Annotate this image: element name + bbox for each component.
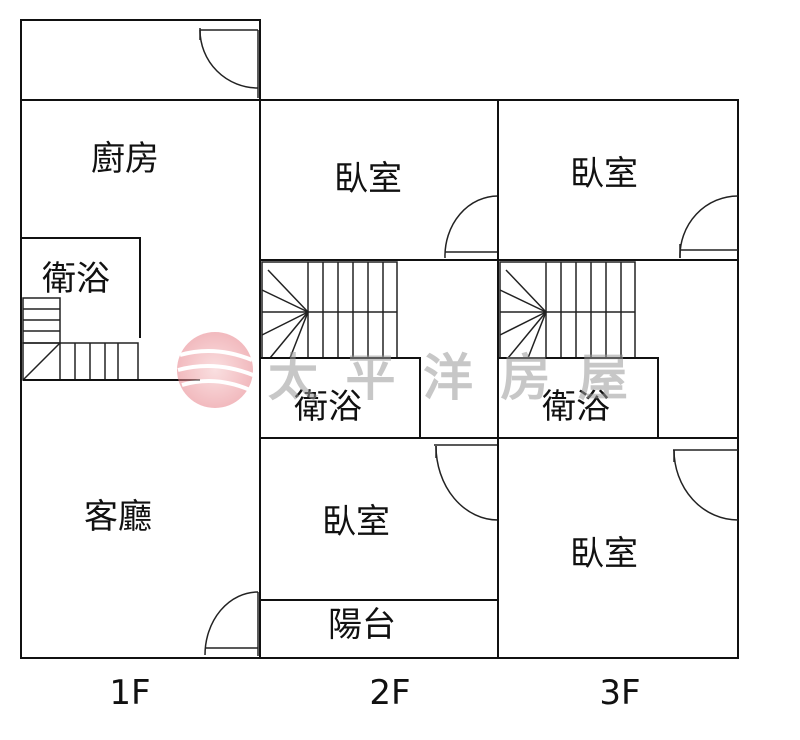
floor-label-2f: 2F <box>369 673 410 713</box>
stairs-icon <box>22 297 139 381</box>
room-label-bathroom: 衛浴 <box>542 387 610 427</box>
stairs-icon <box>499 261 636 359</box>
floor-2f: 臥室 衛浴 臥室 陽台 2F <box>259 99 499 713</box>
room-label-bedroom: 臥室 <box>322 502 390 542</box>
floor-label-1f: 1F <box>109 673 150 713</box>
door-icon <box>444 195 499 259</box>
door-icon <box>204 591 259 656</box>
stairs-icon <box>261 261 398 359</box>
room-label-bathroom: 衛浴 <box>294 387 362 427</box>
room-label-living-room: 客廳 <box>84 497 152 537</box>
floor-1f: 廚房 衛浴 客廳 1F <box>20 19 261 713</box>
floor-label-3f: 3F <box>599 673 640 713</box>
logo-icon <box>177 332 254 408</box>
door-icon <box>199 28 259 98</box>
room-label-bedroom: 臥室 <box>334 159 402 199</box>
room-label-kitchen: 廚房 <box>91 139 159 179</box>
room-label-bathroom: 衛浴 <box>42 259 110 299</box>
room-label-balcony: 陽台 <box>328 605 396 645</box>
room-label-bedroom: 臥室 <box>570 154 638 194</box>
door-icon <box>435 445 499 521</box>
floor-3f: 臥室 衛浴 臥室 3F <box>497 99 739 713</box>
room-label-bedroom: 臥室 <box>570 534 638 574</box>
door-icon <box>679 195 739 259</box>
door-icon <box>673 449 739 521</box>
